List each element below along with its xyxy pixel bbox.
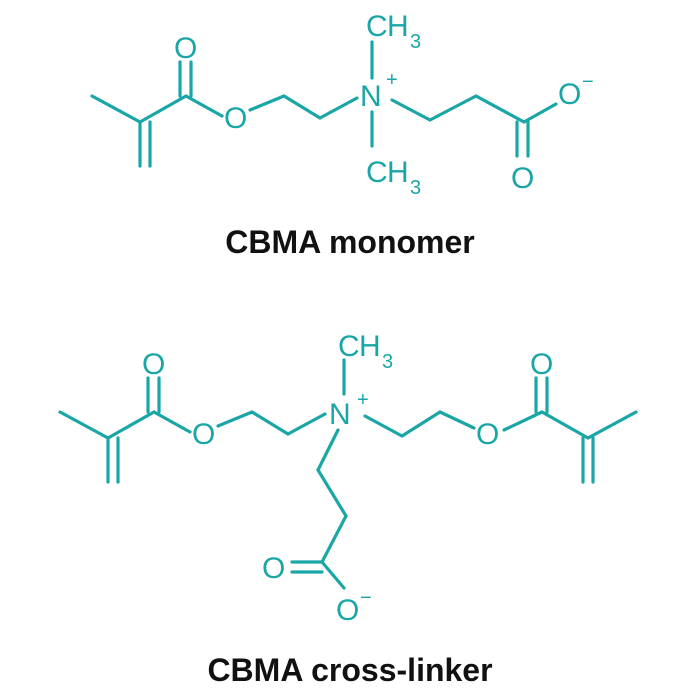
- charge-plus: +: [357, 389, 369, 411]
- cbma-monomer-structure: O O N + C H 3 C H 3 O − O: [90, 10, 594, 199]
- atom-label-carbon: C: [338, 330, 360, 363]
- atom-label-carbon: C: [366, 10, 388, 43]
- cross-linker-caption: CBMA cross-linker: [207, 652, 493, 688]
- subscript: 3: [410, 31, 421, 53]
- bond: [286, 412, 327, 436]
- bond: [428, 94, 478, 122]
- bond: [152, 410, 192, 434]
- bond: [320, 514, 348, 564]
- atom-label-nitrogen: N: [329, 398, 351, 431]
- monomer-caption: CBMA monomer: [225, 224, 475, 260]
- charge-minus: −: [360, 587, 372, 609]
- atom-label-oxygen: O: [174, 32, 197, 65]
- bond: [316, 428, 340, 472]
- bond: [438, 410, 476, 430]
- bond: [390, 98, 432, 122]
- atom-label-oxygen: O: [224, 102, 247, 135]
- bond: [522, 102, 558, 124]
- bond: [248, 94, 286, 112]
- subscript: 3: [410, 177, 421, 199]
- bond: [282, 94, 322, 120]
- bond: [540, 410, 590, 440]
- bond: [316, 468, 348, 518]
- bond: [363, 414, 404, 438]
- cbma-cross-linker-structure: O O N + C H 3 O O O O −: [58, 330, 638, 627]
- atom-label-hydrogen: H: [359, 330, 381, 363]
- atom-label-oxygen: O: [511, 162, 534, 195]
- bond: [184, 94, 224, 118]
- bond: [318, 96, 359, 120]
- atom-label-hydrogen: H: [387, 10, 409, 43]
- bond: [106, 410, 156, 440]
- atom-label-oxygen: O: [142, 348, 165, 381]
- atom-label-oxygen: O: [476, 418, 499, 451]
- bond: [474, 94, 526, 124]
- bond: [58, 410, 110, 440]
- bond: [90, 94, 142, 124]
- atom-label-oxygen: O: [336, 594, 359, 627]
- subscript: 3: [382, 351, 393, 373]
- atom-label-oxygen: O: [262, 552, 285, 585]
- bond: [586, 410, 638, 440]
- charge-minus: −: [582, 71, 594, 93]
- charge-plus: +: [386, 69, 398, 91]
- bond: [216, 410, 254, 428]
- bond: [320, 560, 346, 590]
- atom-label-carbon: C: [366, 156, 388, 189]
- bond: [400, 410, 442, 438]
- atom-label-nitrogen: N: [360, 80, 382, 113]
- atom-label-oxygen: O: [192, 418, 215, 451]
- bond: [138, 94, 188, 124]
- bond: [502, 410, 544, 432]
- atom-label-hydrogen: H: [387, 156, 409, 189]
- bond: [250, 410, 290, 436]
- atom-label-oxygen: O: [530, 348, 553, 381]
- atom-label-oxygen: O: [558, 78, 581, 111]
